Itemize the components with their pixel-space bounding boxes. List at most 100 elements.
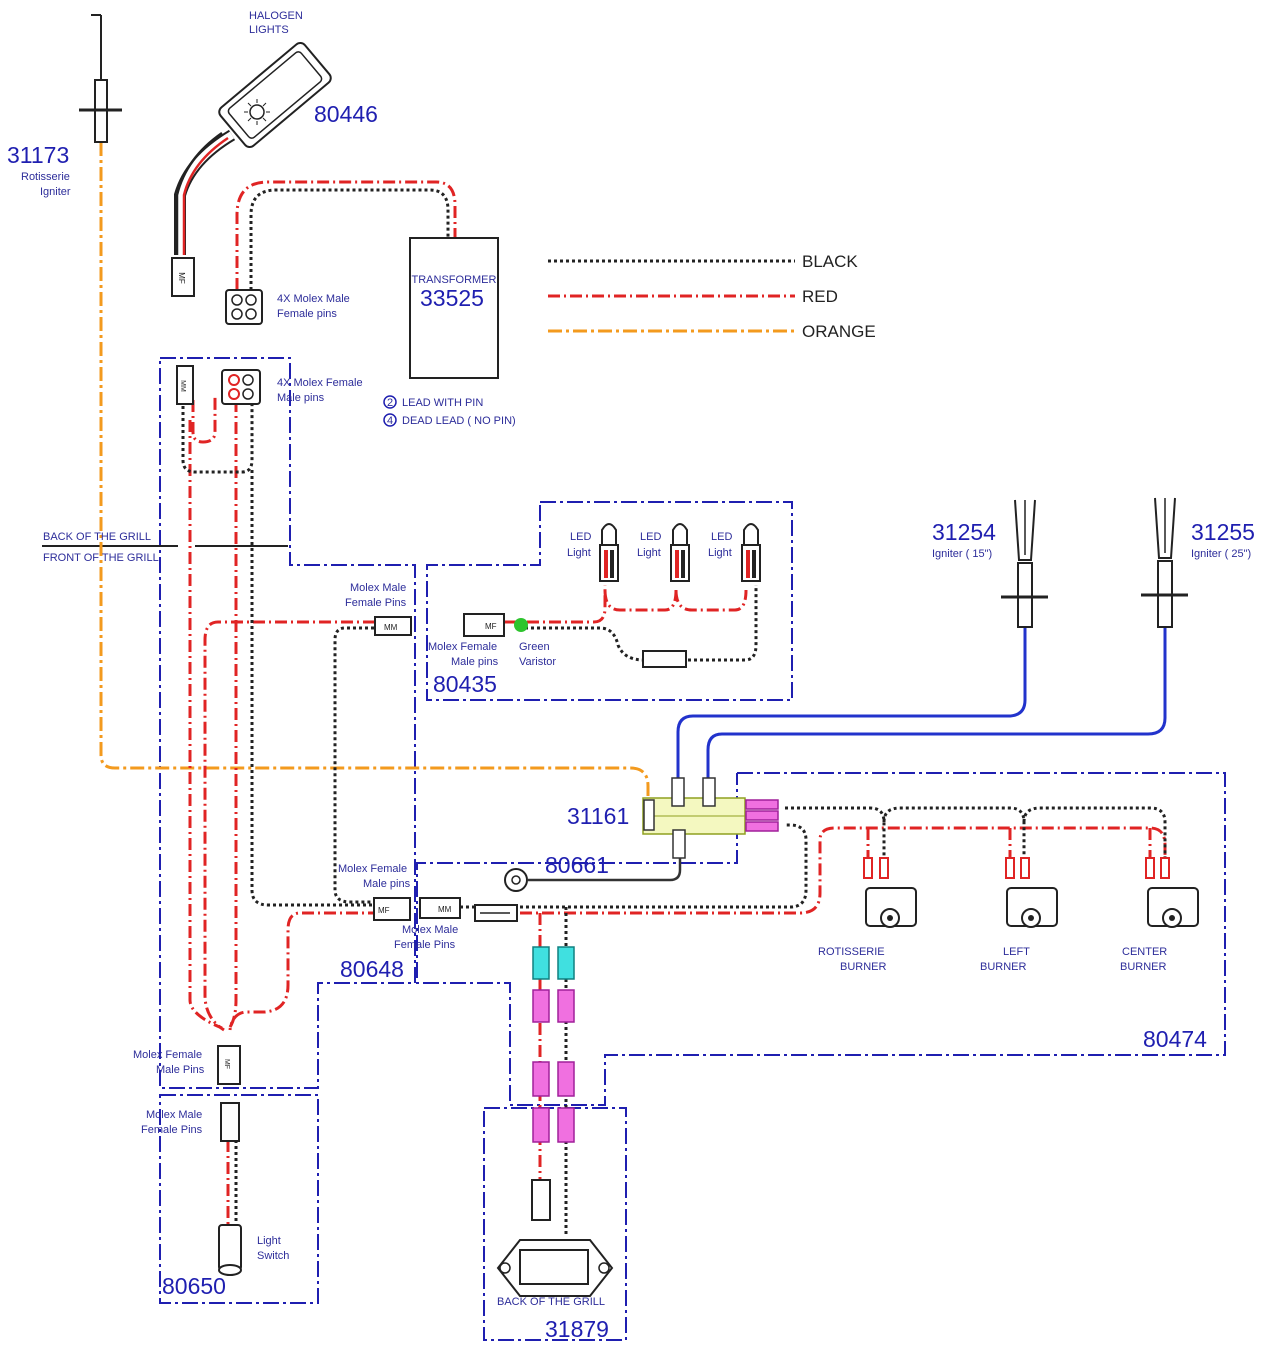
led-3-label-1: LED [711, 531, 732, 543]
inline-fuse-led [642, 650, 687, 668]
molex-female-led-label-1: Molex Female [428, 641, 497, 653]
black-wire-main-loop [181, 400, 254, 474]
transformer-label: TRANSFORMER [412, 274, 497, 286]
molex-male-main-label-2: Female Pins [394, 939, 456, 951]
igniter-25-number: 31255 [1191, 519, 1255, 545]
switch-molex-female-label-1: Molex Female [133, 1049, 202, 1061]
svg-text:MM: MM [179, 380, 186, 392]
svg-text:MF: MF [223, 1059, 230, 1069]
center-burner-label-2: BURNER [1120, 961, 1167, 973]
led-light-1 [599, 523, 619, 582]
harness-80650-boundary [159, 1094, 319, 1304]
transformer-number: 33525 [420, 285, 484, 311]
pin-note-4-number: 4 [387, 415, 393, 427]
rotisserie-burner-label-2: BURNER [840, 961, 887, 973]
rotisserie-igniter-number: 31173 [7, 142, 69, 168]
red-wire-main-left [191, 395, 217, 444]
molex-female-main-label-1: Molex Female [338, 863, 407, 875]
main-harness-number: 80648 [340, 956, 404, 982]
center-burner-electrode [1145, 857, 1199, 928]
halogen-number: 80446 [314, 101, 378, 127]
igniter-31255 [1141, 497, 1188, 628]
module-31879-boundary [483, 1107, 627, 1341]
ground-ring-terminal [504, 868, 528, 892]
svg-text:MM: MM [438, 905, 452, 914]
orange-igniter-wire [99, 142, 650, 800]
rear-module-label: BACK OF THE GRILL [497, 1296, 605, 1308]
halogen-title-line1: HALOGEN [249, 10, 303, 22]
left-burner-label-2: BURNER [980, 961, 1027, 973]
igniter-31254 [1001, 499, 1048, 628]
halogen-light-80446: MF [171, 41, 332, 297]
transformer-33525 [409, 237, 499, 379]
front-of-grill-label: FRONT OF THE GRILL [43, 552, 159, 564]
led-2-label-2: Light [637, 547, 661, 559]
spade-terminals-cyan [532, 946, 575, 980]
molex-male-connector-upper: MM [374, 616, 412, 636]
molex-4x-female-connector: MM [176, 365, 261, 405]
switch-molex-male-label-2: Female Pins [141, 1124, 203, 1136]
spark-module-number: 31161 [567, 803, 629, 829]
rotisserie-burner-label-1: ROTISSERIE [818, 946, 885, 958]
molex-male-upper-label-1: Molex Male [350, 582, 406, 594]
led-harness-number: 80435 [433, 671, 497, 697]
led-3-label-2: Light [708, 547, 732, 559]
svg-text:MF: MF [485, 622, 497, 631]
halogen-title-line2: LIGHTS [249, 24, 289, 36]
molex-4x-female-label-2: Male pins [277, 392, 325, 404]
inline-fuse-main [474, 904, 518, 922]
rear-module-number: 31879 [545, 1316, 609, 1342]
svg-text:MF: MF [378, 906, 390, 915]
green-varistor [514, 618, 528, 632]
legend-orange-label: ORANGE [802, 322, 876, 341]
molex-female-led-label-2: Male pins [451, 656, 499, 668]
legend-black-label: BLACK [802, 252, 858, 271]
blue-wire-igniter-25 [706, 628, 1167, 780]
black-wire-led-chain [525, 585, 758, 662]
harness-80648-boundary [159, 357, 416, 1089]
rear-module-31879 [496, 1239, 614, 1297]
red-wire-halogen-transformer [235, 180, 457, 290]
varistor-label-2: Varistor [519, 656, 556, 668]
pin-note-4-text: DEAD LEAD ( NO PIN) [402, 415, 516, 427]
light-switch-label-2: Switch [257, 1250, 289, 1262]
led-light-3 [741, 523, 761, 582]
black-wire-halogen-transformer [249, 188, 450, 290]
black-wire-burner-bus-2 [882, 806, 1026, 860]
spade-terminals-pink-1 [532, 989, 575, 1023]
rear-module-fuse [531, 1179, 551, 1221]
led-1-label-2: Light [567, 547, 591, 559]
pin-note-2-number: 2 [387, 397, 393, 409]
red-wire-to-burners [498, 826, 1167, 915]
center-burner-label-1: CENTER [1122, 946, 1167, 958]
light-switch-label-1: Light [257, 1235, 281, 1247]
pin-note-2-marker [383, 395, 397, 409]
switch-molex-female-label-2: Male Pins [156, 1064, 205, 1076]
left-burner-electrode [1005, 857, 1058, 928]
black-wire-to-80435 [333, 626, 380, 904]
molex-4x-female-label-1: 4X Molex Female [277, 377, 363, 389]
led-1-label-1: LED [570, 531, 591, 543]
rotisserie-igniter-label-1: Rotisserie [21, 171, 70, 183]
led-2-label-1: LED [640, 531, 661, 543]
light-switch [218, 1224, 242, 1276]
spade-terminals-pink-2 [532, 1061, 575, 1097]
harness-80474-boundary [416, 772, 1226, 1106]
black-wire-to-burners [460, 823, 808, 909]
spark-module-31161 [642, 777, 779, 859]
pin-note-2-text: LEAD WITH PIN [402, 397, 483, 409]
molex-4x-male-connector [225, 289, 263, 325]
svg-text:MF: MF [177, 272, 186, 284]
legend-red-label: RED [802, 287, 838, 306]
blue-wire-igniter-15 [676, 628, 1027, 780]
sun-icon [244, 99, 270, 125]
igniter-15-number: 31254 [932, 519, 996, 545]
svg-text:MM: MM [384, 623, 398, 632]
burners-harness-number: 80474 [1143, 1026, 1207, 1052]
pin-note-4-marker [383, 413, 397, 427]
back-of-grill-label: BACK OF THE GRILL [43, 531, 151, 543]
red-wire-led-chain [505, 585, 748, 624]
varistor-label-1: Green [519, 641, 550, 653]
rotisserie-igniter-31173 [79, 14, 122, 143]
molex-female-connector-main: MF [373, 897, 411, 921]
